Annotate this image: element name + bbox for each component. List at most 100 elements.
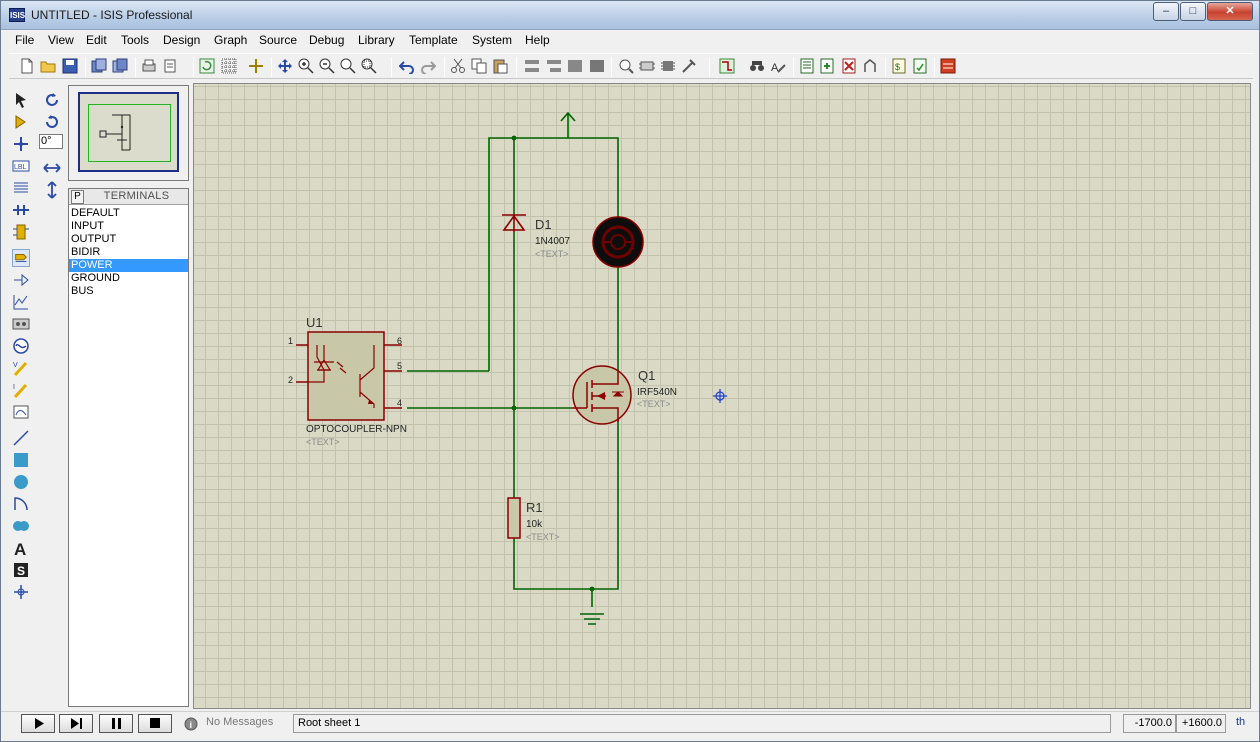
text-script-mode-icon[interactable] — [12, 179, 30, 197]
q1-text-label[interactable]: <TEXT> — [637, 399, 671, 409]
zoom-all-icon[interactable] — [340, 58, 356, 74]
r1-ref-label[interactable]: R1 — [526, 500, 543, 515]
redraw-icon[interactable] — [199, 58, 215, 74]
rotate-anticlockwise-icon[interactable] — [43, 113, 61, 131]
virtual-instruments-mode-icon[interactable] — [12, 403, 30, 421]
save-icon[interactable] — [62, 58, 78, 74]
mirror-vertical-icon[interactable] — [43, 181, 61, 199]
open-folder-icon[interactable] — [40, 58, 56, 74]
exit-to-parent-icon[interactable] — [862, 58, 878, 74]
schematic-canvas[interactable]: U1 1 2 6 5 4 OPTOCOUPLER-NPN <TEXT> D1 1… — [193, 83, 1251, 709]
terminal-item-output[interactable]: OUTPUT — [71, 233, 117, 245]
zoom-out-icon[interactable] — [319, 58, 335, 74]
selection-mode-icon[interactable] — [12, 91, 30, 109]
close-button[interactable]: ✕ — [1207, 2, 1253, 21]
add-sheet-icon[interactable] — [819, 58, 835, 74]
netlist-to-ares-icon[interactable] — [940, 58, 956, 74]
new-file-icon[interactable] — [19, 58, 35, 74]
d1-value-label[interactable]: 1N4007 — [535, 236, 570, 247]
remove-sheet-icon[interactable] — [841, 58, 857, 74]
vertical-scrollbar[interactable] — [1251, 83, 1259, 709]
terminal-item-bus[interactable]: BUS — [71, 285, 94, 297]
q1-mosfet[interactable] — [572, 365, 632, 425]
zoom-area-icon[interactable] — [361, 58, 377, 74]
minimize-button[interactable]: – — [1153, 2, 1179, 21]
voltage-probe-mode-icon[interactable]: V — [12, 359, 30, 377]
component-mode-icon[interactable] — [12, 113, 30, 131]
pause-button[interactable] — [99, 714, 133, 733]
menu-graph[interactable]: Graph — [214, 33, 248, 47]
buses-mode-icon[interactable] — [12, 201, 30, 219]
print-icon[interactable] — [141, 58, 157, 74]
r1-resistor[interactable] — [507, 497, 521, 539]
tape-recorder-mode-icon[interactable] — [12, 315, 30, 333]
terminal-item-bidir[interactable]: BIDIR — [71, 246, 101, 258]
u1-ref-label[interactable]: U1 — [306, 315, 323, 330]
wire-top-loop[interactable] — [488, 137, 619, 371]
symbol-tool-icon[interactable]: S — [12, 561, 30, 579]
block-copy-icon[interactable] — [524, 58, 540, 74]
make-device-icon[interactable] — [639, 58, 655, 74]
decompose-icon[interactable] — [681, 58, 697, 74]
export-section-icon[interactable] — [112, 58, 128, 74]
motor[interactable] — [592, 216, 644, 268]
redo-icon[interactable] — [420, 58, 436, 74]
box-tool-icon[interactable] — [12, 451, 30, 469]
menu-view[interactable]: View — [48, 33, 74, 47]
terminal-item-input[interactable]: INPUT — [71, 220, 104, 232]
d1-text-label[interactable]: <TEXT> — [535, 249, 569, 259]
menu-file[interactable]: File — [15, 33, 35, 47]
grid-toggle-icon[interactable] — [221, 58, 237, 74]
d1-diode[interactable] — [502, 214, 526, 232]
closed-path-tool-icon[interactable] — [12, 517, 30, 535]
units-toggle[interactable]: th — [1236, 716, 1246, 728]
block-delete-icon[interactable] — [589, 58, 605, 74]
bill-of-materials-icon[interactable]: $ — [891, 58, 907, 74]
new-sheet-icon[interactable] — [799, 58, 815, 74]
overview-viewport[interactable] — [88, 104, 171, 162]
block-move-icon[interactable] — [546, 58, 562, 74]
menu-system[interactable]: System — [472, 33, 513, 47]
menu-edit[interactable]: Edit — [86, 33, 107, 47]
messages-status[interactable]: No Messages — [206, 716, 274, 728]
play-button[interactable] — [21, 714, 55, 733]
property-assignment-icon[interactable]: A — [770, 58, 786, 74]
u1-value-label[interactable]: OPTOCOUPLER-NPN — [306, 424, 407, 435]
generator-mode-icon[interactable] — [12, 337, 30, 355]
terminal-item-power[interactable]: POWER — [69, 259, 188, 272]
set-area-icon[interactable] — [162, 58, 178, 74]
packaging-tool-icon[interactable] — [660, 58, 676, 74]
current-probe-mode-icon[interactable]: I — [12, 381, 30, 399]
terminal-item-ground[interactable]: GROUND — [71, 272, 120, 284]
wire-bottom-loop[interactable] — [513, 371, 619, 590]
wire-label-mode-icon[interactable]: LBL — [12, 157, 30, 175]
terminals-mode-icon[interactable] — [12, 249, 30, 267]
arc-tool-icon[interactable] — [12, 495, 30, 513]
device-pins-mode-icon[interactable] — [12, 271, 30, 289]
stop-button[interactable] — [138, 714, 172, 733]
paste-icon[interactable] — [492, 58, 508, 74]
info-icon[interactable]: i — [184, 717, 198, 731]
wire-autorouter-icon[interactable] — [719, 58, 735, 74]
maximize-button[interactable]: □ — [1180, 2, 1206, 21]
marker-tool-icon[interactable] — [12, 583, 30, 601]
subcircuit-mode-icon[interactable] — [12, 223, 30, 241]
mirror-horizontal-icon[interactable] — [43, 159, 61, 177]
menu-library[interactable]: Library — [358, 33, 395, 47]
line-tool-icon[interactable] — [12, 429, 30, 447]
menu-template[interactable]: Template — [409, 33, 458, 47]
u1-text-label[interactable]: <TEXT> — [306, 437, 340, 447]
import-section-icon[interactable] — [91, 58, 107, 74]
origin-icon[interactable] — [248, 58, 264, 74]
u1-optocoupler[interactable] — [296, 331, 402, 421]
menu-help[interactable]: Help — [525, 33, 550, 47]
isis-app-icon[interactable]: ISIS — [9, 8, 25, 22]
menu-debug[interactable]: Debug — [309, 33, 345, 47]
graph-mode-icon[interactable] — [12, 293, 30, 311]
rotation-field[interactable]: 0° — [39, 134, 63, 149]
menu-source[interactable]: Source — [259, 33, 298, 47]
junction-dot-mode-icon[interactable] — [12, 135, 30, 153]
overview-window[interactable] — [68, 85, 189, 181]
q1-value-label[interactable]: IRF540N — [637, 387, 677, 398]
block-rotate-icon[interactable] — [567, 58, 583, 74]
